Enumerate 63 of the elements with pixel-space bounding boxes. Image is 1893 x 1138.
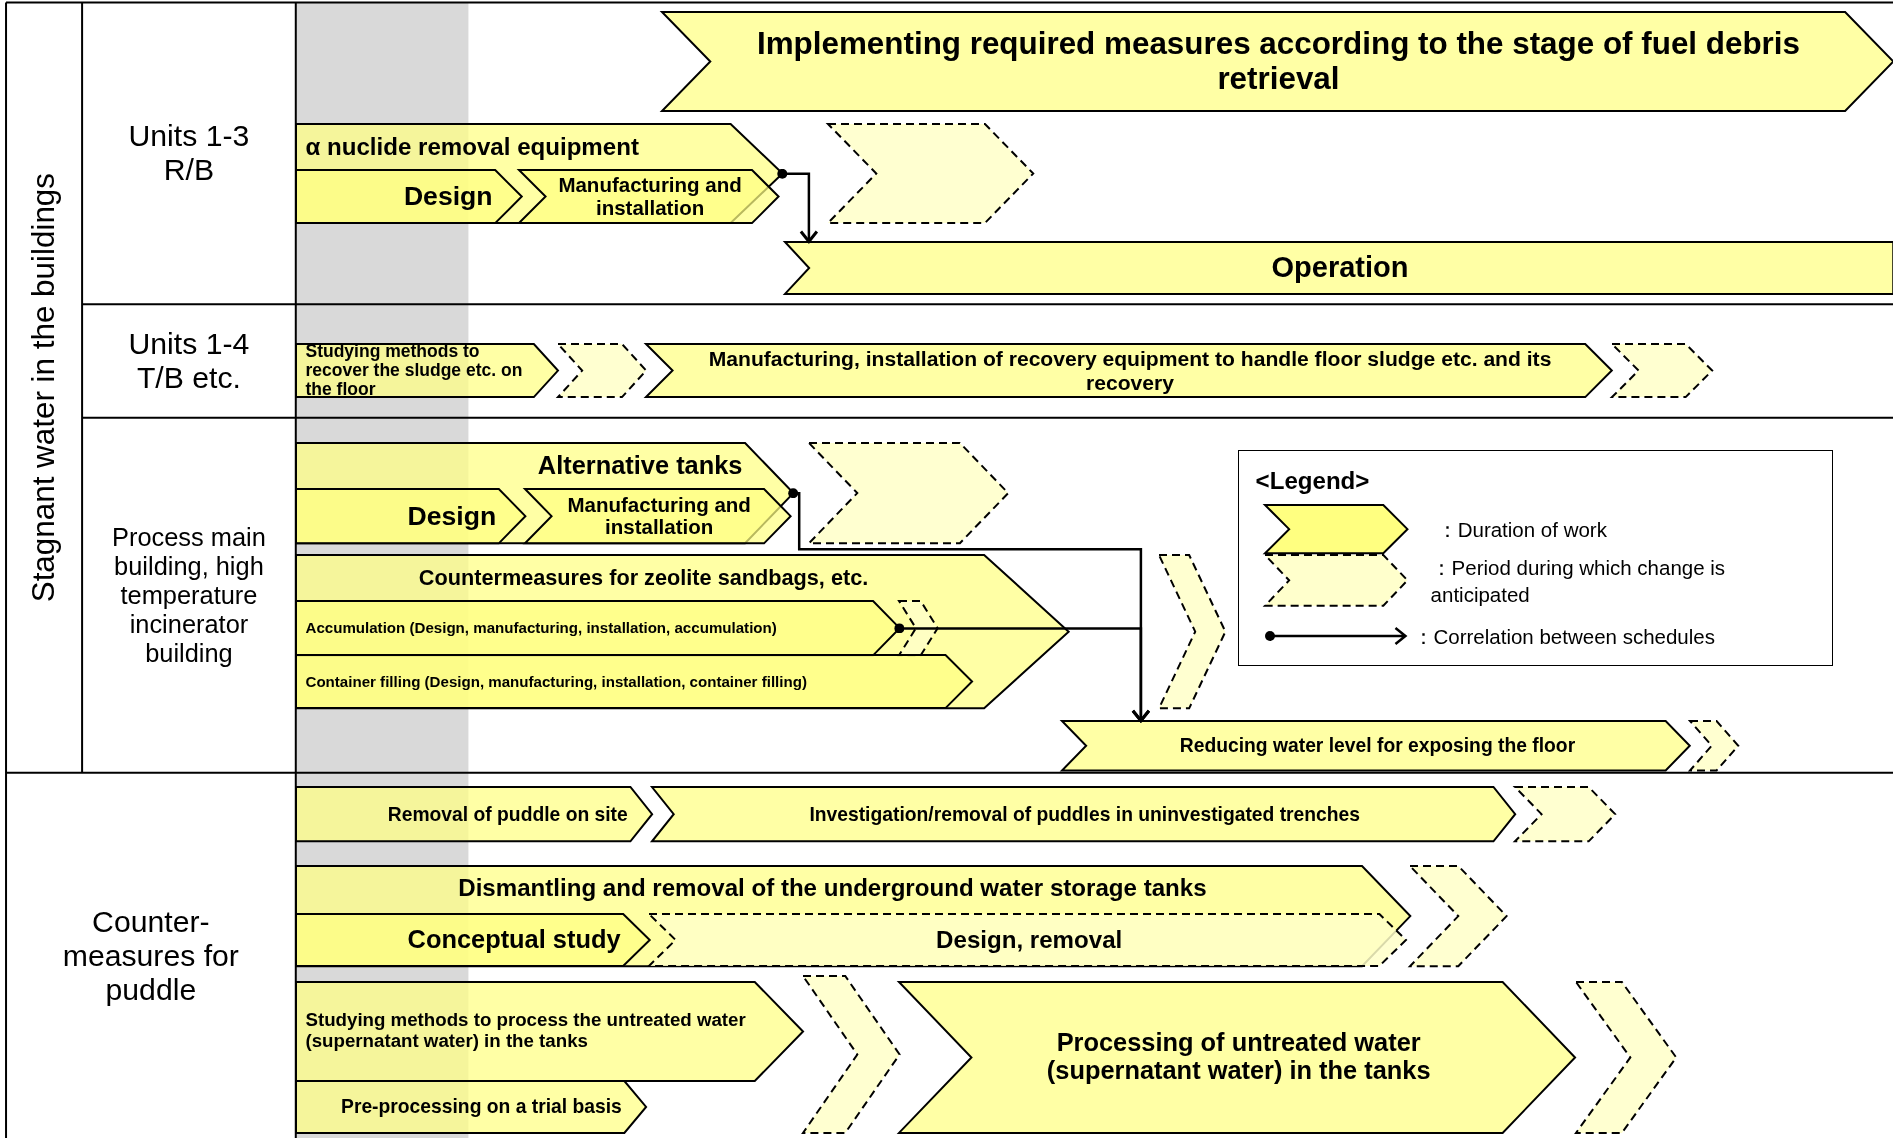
schedule-bar bbox=[295, 344, 558, 398]
task-label: Reducing water level for exposing the floor bbox=[1179, 734, 1576, 757]
task-label: Studying methods to process the untreated water (supernatant water) in the tanks bbox=[305, 1010, 747, 1052]
row-header: Units 1-3 R/B bbox=[127, 119, 251, 188]
legend-text: ：Duration of work bbox=[1436, 516, 1608, 543]
schedule-bar bbox=[645, 344, 1612, 398]
row-header: Stagnant water in the buildings bbox=[26, 172, 63, 603]
task-label: Removal of puddle on site bbox=[387, 803, 628, 825]
tentative-schedule-bar bbox=[1159, 555, 1226, 709]
tentative-schedule-bar bbox=[828, 124, 1034, 224]
task-label: Countermeasures for zeolite sandbags, etc. bbox=[418, 566, 869, 591]
schedule-bar bbox=[295, 865, 1411, 966]
task-label: α nuclide removal equipment bbox=[305, 134, 639, 161]
correlation-arrow bbox=[777, 168, 819, 243]
task-label: Design, removal bbox=[936, 926, 1123, 954]
task-label: Studying methods to recover the sludge etc. on the floor bbox=[305, 341, 524, 400]
task-label: Dismantling and removal of the underground water storage tanks bbox=[458, 875, 1207, 902]
task-label: Conceptual study bbox=[407, 925, 621, 954]
row-header: Units 1-4 T/B etc. bbox=[127, 326, 251, 395]
task-label: Processing of untreated water (supernatant water) in the tanks bbox=[1045, 1029, 1432, 1085]
schedule-bar bbox=[295, 489, 526, 544]
task-label: Manufacturing and installation bbox=[557, 174, 743, 220]
tentative-schedule-bar bbox=[557, 344, 646, 398]
legend-text: ：Period during which change is anticipated bbox=[1430, 555, 1727, 608]
schedule-bar bbox=[525, 489, 791, 544]
schedule-bar bbox=[784, 241, 1893, 294]
row-header: Counter-measures for puddle bbox=[61, 904, 240, 1007]
schedule-bar bbox=[295, 601, 900, 656]
task-label: Manufacturing, installation of recovery equipment to handle floor sludge etc. and its recovery bbox=[707, 347, 1553, 394]
schedule-bar bbox=[1062, 720, 1691, 771]
schedule-bar bbox=[661, 12, 1893, 112]
schedule-bar bbox=[295, 913, 650, 966]
tentative-schedule-bar bbox=[1690, 720, 1739, 771]
task-label: Investigation/removal of puddles in uninvestigated trenches bbox=[809, 803, 1361, 825]
task-label: Design bbox=[407, 501, 497, 531]
legend-title: <Legend> bbox=[1255, 466, 1370, 495]
tentative-schedule-bar bbox=[1575, 981, 1676, 1133]
schedule-bar bbox=[295, 170, 522, 224]
tentative-schedule-bar bbox=[1611, 344, 1712, 398]
task-label: Alternative tanks bbox=[537, 452, 743, 480]
task-label: Container filling (Design, manufacturing, installation, container filling) bbox=[305, 673, 807, 691]
schedule-bar bbox=[899, 981, 1576, 1133]
schedule-bar bbox=[295, 124, 783, 224]
tentative-schedule-bar bbox=[899, 601, 938, 656]
task-label: Implementing required measures according to the stage of fuel debris retrieval bbox=[755, 27, 1802, 97]
row-header: Process main building, high temperature incinerator building bbox=[111, 522, 267, 668]
schedule-bar bbox=[295, 655, 972, 709]
schedule-bar bbox=[519, 170, 779, 224]
schedule-bar bbox=[295, 787, 652, 842]
tentative-schedule-bar bbox=[1410, 865, 1507, 966]
correlation-arrow bbox=[894, 623, 1151, 723]
tentative-schedule-bar bbox=[1515, 787, 1616, 842]
legend-text: ：Correlation between schedules bbox=[1412, 624, 1716, 651]
tentative-schedule-bar bbox=[808, 443, 1009, 544]
schedule-bar bbox=[295, 555, 1069, 709]
task-label: Pre-processing on a trial basis bbox=[341, 1095, 622, 1118]
schedule-bar bbox=[295, 1080, 646, 1133]
tentative-schedule-bar bbox=[802, 975, 900, 1133]
task-label: Manufacturing and installation bbox=[566, 493, 752, 539]
schedule-bar bbox=[295, 443, 794, 544]
task-label: Operation bbox=[1271, 251, 1409, 284]
task-label: Design bbox=[403, 182, 493, 212]
task-label: Accumulation (Design, manufacturing, installation, accumulation) bbox=[305, 620, 777, 637]
